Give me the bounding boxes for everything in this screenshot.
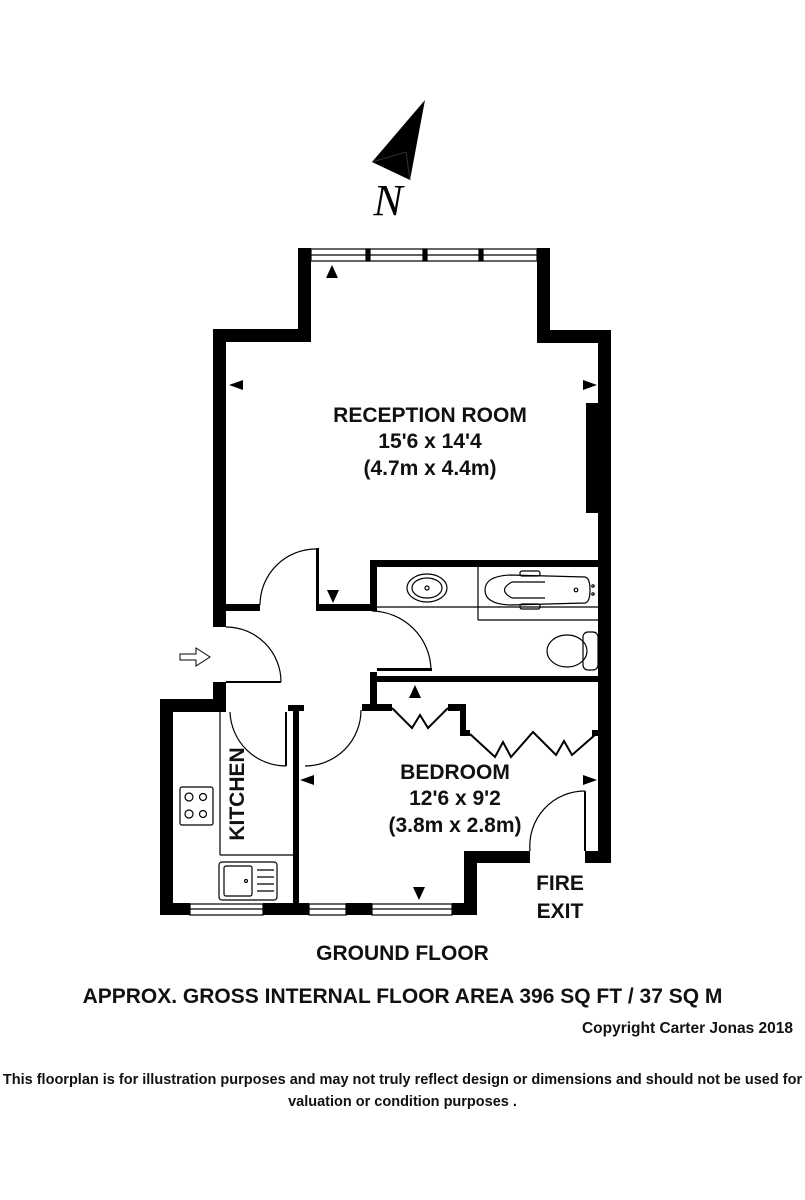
kitchen-fixtures: [179, 712, 293, 901]
toilet-icon: [546, 634, 588, 668]
walls: [160, 248, 611, 915]
north-arrow-icon: N: [371, 100, 425, 225]
disclaimer: This floorplan is for illustration purpo…: [2, 1072, 803, 1110]
floor-name: GROUND FLOOR: [316, 942, 489, 965]
floor-plan: N: [160, 100, 611, 916]
fire-exit-line1: FIRE: [536, 872, 584, 895]
fire-exit-line2: EXIT: [536, 900, 584, 923]
kitchen-name: KITCHEN: [226, 747, 249, 841]
reception-room-dim-metric: (4.7m x 4.4m): [363, 457, 497, 480]
wardrobe-doors: [391, 707, 597, 759]
fire-exit-label: FIRE EXIT: [520, 870, 600, 926]
bedroom-dim-imperial: 12'6 x 9'2: [409, 787, 501, 810]
reception-room-label: RECEPTION ROOM 15'6 x 14'4 (4.7m x 4.4m): [270, 403, 590, 482]
kitchen-label: KITCHEN: [218, 738, 258, 850]
sink-icon: [218, 861, 278, 901]
windows: [189, 248, 538, 916]
bedroom-label: BEDROOM 12'6 x 9'2 (3.8m x 2.8m): [360, 760, 550, 839]
doors: [225, 548, 586, 852]
bedroom-name: BEDROOM: [400, 761, 510, 784]
reception-room-name: RECEPTION ROOM: [333, 404, 527, 427]
dimension-markers: [229, 265, 597, 900]
hob-icon: [179, 786, 214, 826]
copyright: Copyright Carter Jonas 2018: [581, 1020, 793, 1037]
north-label: N: [372, 176, 405, 225]
wash-basin-icon: [406, 573, 448, 603]
bedroom-dim-metric: (3.8m x 2.8m): [388, 814, 522, 837]
bath-icon: [484, 574, 591, 606]
entrance-arrow-icon: [179, 647, 211, 667]
floor-area: APPROX. GROSS INTERNAL FLOOR AREA 396 SQ…: [82, 985, 723, 1008]
reception-room-dim-imperial: 15'6 x 14'4: [378, 430, 482, 453]
bathroom-fixtures: [377, 567, 600, 671]
